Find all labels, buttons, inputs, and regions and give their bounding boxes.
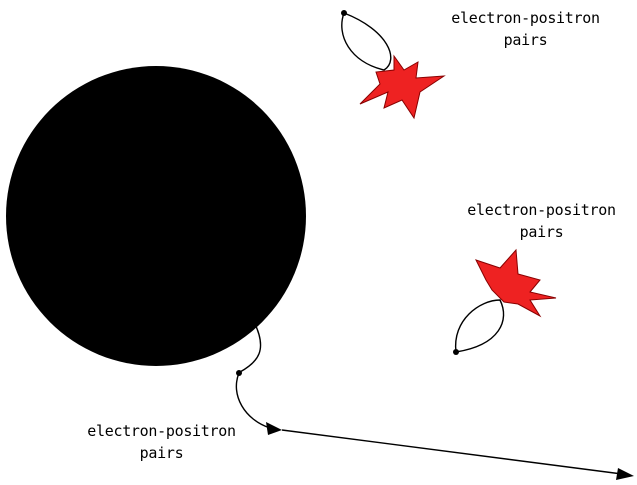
pair-loop-mid xyxy=(456,300,504,352)
pair-loop-top xyxy=(342,13,391,70)
star-burst-mid xyxy=(476,250,556,316)
label-line-2: pairs xyxy=(418,29,633,51)
label-line-2: pairs xyxy=(434,221,637,243)
pair-origin-dot-top xyxy=(341,10,347,16)
pair-origin-dot-mid xyxy=(453,349,459,355)
escape-line xyxy=(282,430,622,474)
label-line-1: electron-positron xyxy=(44,420,279,442)
label-line-2: pairs xyxy=(44,442,279,464)
label-line-1: electron-positron xyxy=(434,199,637,221)
black-hole xyxy=(6,66,306,366)
label-electron-positron-pairs-bottom: electron-positron pairs xyxy=(44,420,279,464)
arrowhead-2 xyxy=(616,468,634,480)
star-burst-top xyxy=(360,56,444,118)
label-line-1: electron-positron xyxy=(418,7,633,29)
label-electron-positron-pairs-top: electron-positron pairs xyxy=(418,7,633,51)
label-electron-positron-pairs-mid: electron-positron pairs xyxy=(434,199,637,243)
